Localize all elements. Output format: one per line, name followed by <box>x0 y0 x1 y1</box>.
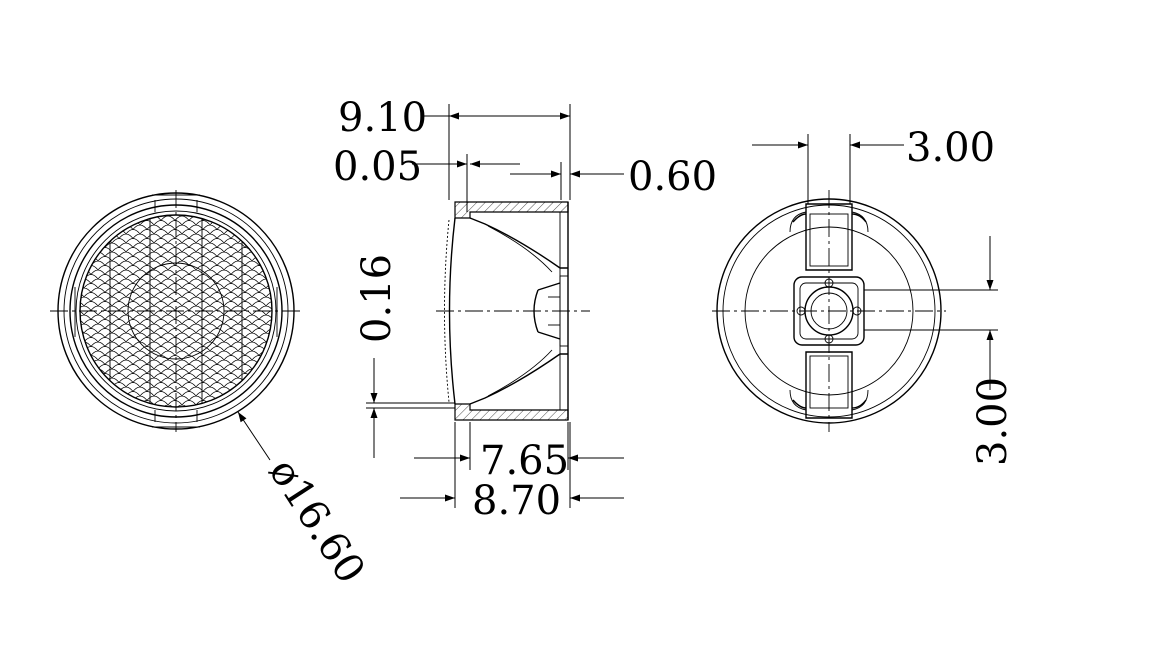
inner-length-label: 7.65 <box>480 438 569 484</box>
top-wall-section <box>454 201 569 219</box>
body-length-label: 8.70 <box>472 478 561 524</box>
dim-overall-length: 9.10 <box>338 95 571 200</box>
slot-width-label: 3.00 <box>906 125 995 171</box>
back-view: 3.00 3.00 <box>712 125 1016 466</box>
wall-label: 0.60 <box>628 154 717 200</box>
diameter-dimension: ø16.60 <box>237 411 374 592</box>
dim-slot-height: 3.00 <box>864 236 1016 466</box>
step-label: 0.16 <box>354 254 400 343</box>
dim-body-length: 8.70 <box>400 422 624 524</box>
dim-slot-width: 3.00 <box>752 125 995 204</box>
slot-height-label: 3.00 <box>970 377 1016 466</box>
dim-step: 0.16 <box>354 254 455 458</box>
overall-length-label: 9.10 <box>338 95 427 141</box>
side-view: 9.10 0.05 0.60 0.16 <box>333 95 717 524</box>
front-view: ø16.60 <box>50 190 374 592</box>
dim-wall: 0.60 <box>510 154 717 200</box>
flange-offset-label: 0.05 <box>333 144 422 190</box>
bottom-wall-section <box>454 403 569 421</box>
back-slots <box>789 203 869 419</box>
front-centerlines <box>50 190 300 432</box>
diameter-label: ø16.60 <box>260 450 374 591</box>
back-centerlines <box>712 190 946 432</box>
dim-inner-length: 7.65 <box>414 422 624 484</box>
dim-flange-offset: 0.05 <box>333 144 520 212</box>
